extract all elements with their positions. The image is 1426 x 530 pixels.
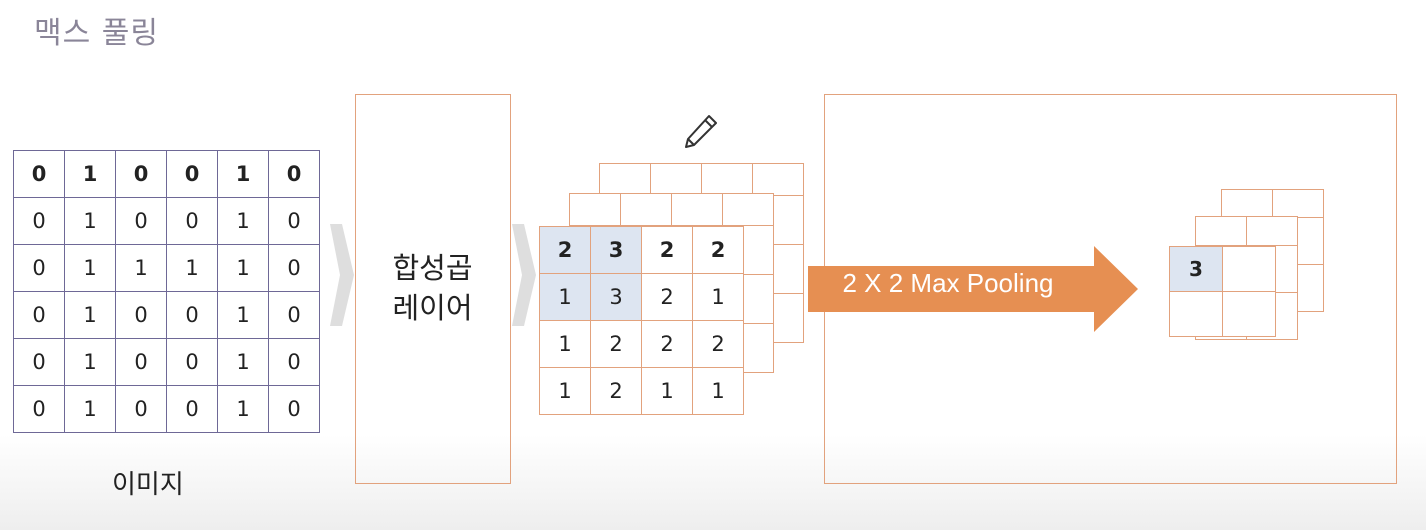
feature-map-cell: 3 xyxy=(590,226,642,274)
image-cell: 0 xyxy=(115,385,167,433)
feature-map-cell: 2 xyxy=(641,320,693,368)
image-cell: 0 xyxy=(13,385,65,433)
image-cell: 1 xyxy=(64,197,116,245)
feature-map-cell: 2 xyxy=(692,226,744,274)
feature-map-cell: 1 xyxy=(539,320,591,368)
image-cell: 0 xyxy=(166,291,218,339)
feature-map-cell: 3 xyxy=(590,273,642,321)
gray-arrow-icon xyxy=(512,224,536,326)
image-cell: 0 xyxy=(13,150,65,198)
image-cell: 0 xyxy=(166,338,218,386)
image-cell: 0 xyxy=(115,150,167,198)
image-cell: 1 xyxy=(217,385,269,433)
feature-map-row: 2 3 2 2 xyxy=(539,226,744,274)
image-cell: 1 xyxy=(64,291,116,339)
image-cell: 1 xyxy=(64,150,116,198)
pencil-icon xyxy=(685,115,717,148)
pooled-cell xyxy=(1169,291,1223,337)
image-cell: 1 xyxy=(115,244,167,292)
image-cell: 0 xyxy=(166,197,218,245)
image-cell: 1 xyxy=(64,244,116,292)
image-cell: 1 xyxy=(217,150,269,198)
image-cell: 0 xyxy=(268,197,320,245)
image-cell: 1 xyxy=(217,291,269,339)
image-cell: 0 xyxy=(115,338,167,386)
conv-layer-line1: 합성곱 xyxy=(392,251,473,285)
image-cell: 0 xyxy=(13,291,65,339)
feature-map-cell: 2 xyxy=(641,226,693,274)
image-row: 0 1 0 0 1 0 xyxy=(13,338,320,386)
feature-map-cell: 2 xyxy=(641,273,693,321)
pooled-cell: 3 xyxy=(1169,246,1223,292)
gray-arrow-icon xyxy=(330,224,354,326)
feature-map-row: 1 2 2 2 xyxy=(539,320,744,368)
feature-map-cell: 2 xyxy=(692,320,744,368)
image-cell: 0 xyxy=(268,338,320,386)
image-cell: 1 xyxy=(166,244,218,292)
image-cell: 1 xyxy=(217,244,269,292)
feature-map-cell: 2 xyxy=(539,226,591,274)
pooled-cell xyxy=(1222,246,1276,292)
image-row: 0 1 0 0 1 0 xyxy=(13,197,320,245)
feature-map-cell: 1 xyxy=(641,367,693,415)
image-cell: 1 xyxy=(217,338,269,386)
image-caption: 이미지 xyxy=(112,470,184,500)
image-cell: 0 xyxy=(115,291,167,339)
orange-arrow-icon xyxy=(808,246,1138,332)
pooled-map: 3 xyxy=(1169,246,1276,337)
image-row: 0 1 0 0 1 0 xyxy=(13,150,320,198)
conv-layer-line2: 레이어 xyxy=(392,291,473,325)
pooled-cell xyxy=(1222,291,1276,337)
feature-map-cell: 1 xyxy=(539,367,591,415)
image-row: 0 1 0 0 1 0 xyxy=(13,291,320,339)
image-cell: 0 xyxy=(268,385,320,433)
image-cell: 0 xyxy=(268,150,320,198)
image-cell: 0 xyxy=(268,244,320,292)
feature-map-cell: 1 xyxy=(692,367,744,415)
feature-map: 2 3 2 2 1 3 2 1 1 2 2 2 1 2 1 1 xyxy=(539,226,744,415)
conv-layer-box xyxy=(355,94,511,484)
image-cell: 1 xyxy=(64,338,116,386)
page-title: 맥스 풀링 xyxy=(34,16,159,51)
max-pooling-label: 2 X 2 Max Pooling xyxy=(842,268,1054,298)
image-cell: 1 xyxy=(64,385,116,433)
image-cell: 0 xyxy=(268,291,320,339)
image-row: 0 1 0 0 1 0 xyxy=(13,385,320,433)
feature-map-cell: 2 xyxy=(590,367,642,415)
feature-map-row: 1 2 1 1 xyxy=(539,367,744,415)
image-grid: 0 1 0 0 1 0 0 1 0 0 1 0 0 1 1 1 1 0 0 1 … xyxy=(13,150,320,433)
image-cell: 0 xyxy=(13,338,65,386)
conv-layer-label: 합성곱 레이어 xyxy=(355,248,510,328)
image-cell: 0 xyxy=(115,197,167,245)
image-cell: 1 xyxy=(217,197,269,245)
feature-map-cell: 1 xyxy=(692,273,744,321)
feature-map-cell: 2 xyxy=(590,320,642,368)
image-cell: 0 xyxy=(13,197,65,245)
feature-map-cell: 1 xyxy=(539,273,591,321)
image-row: 0 1 1 1 1 0 xyxy=(13,244,320,292)
image-cell: 0 xyxy=(166,385,218,433)
image-cell: 0 xyxy=(13,244,65,292)
feature-map-row: 1 3 2 1 xyxy=(539,273,744,321)
image-cell: 0 xyxy=(166,150,218,198)
